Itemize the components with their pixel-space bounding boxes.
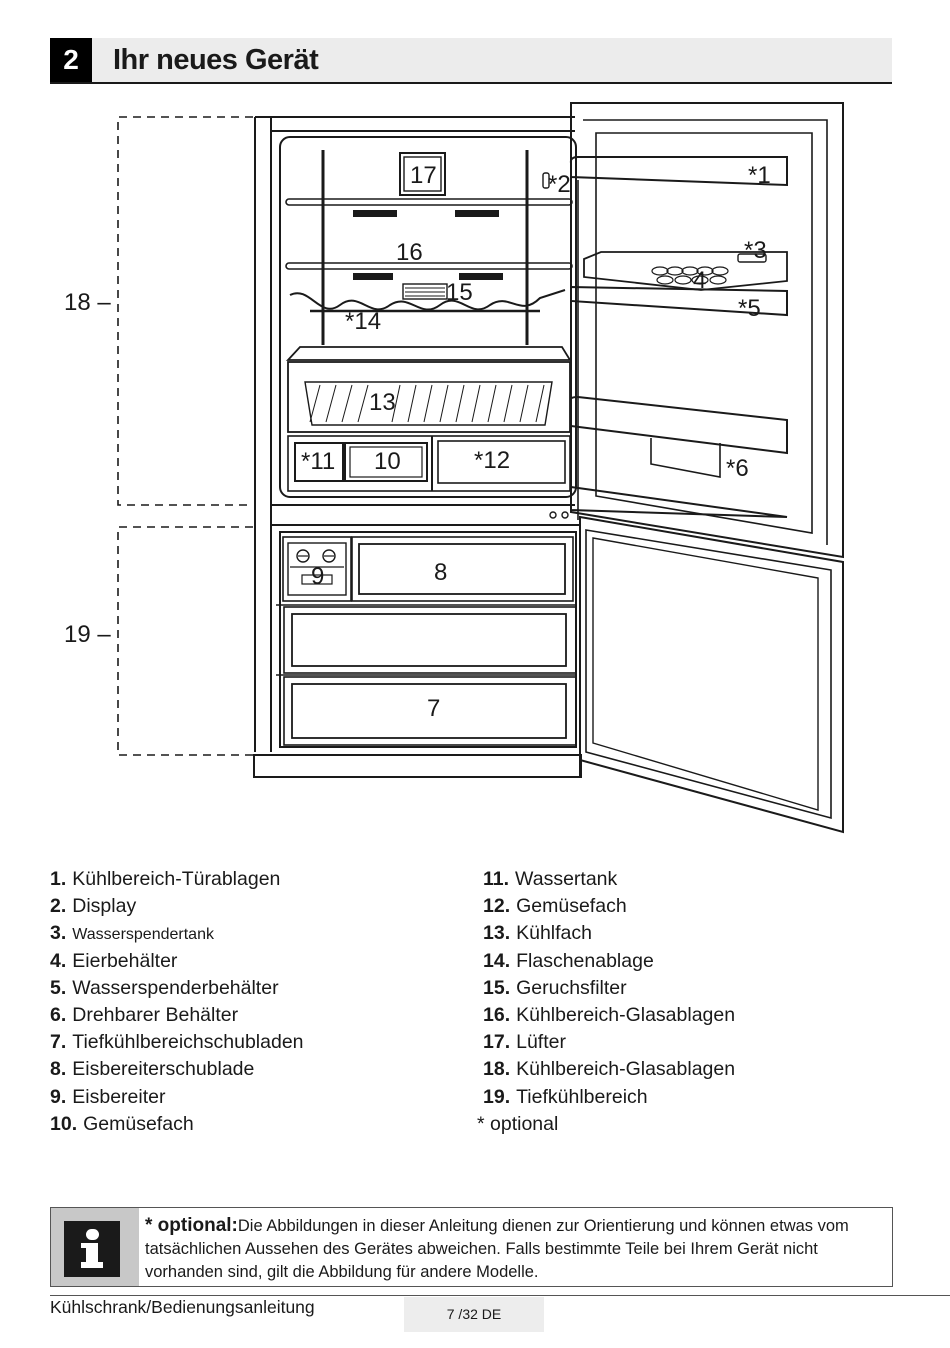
info-icon-panel [51, 1208, 139, 1286]
optional-note: * optional [477, 1112, 559, 1135]
list-item: 12.Gemüsefach [483, 895, 627, 918]
list-item: 19.Tiefkühlbereich [483, 1085, 648, 1108]
label-16: 16 [396, 239, 423, 266]
list-item: 17.Lüfter [483, 1031, 566, 1054]
list-item: 5.Wasserspenderbehälter [50, 976, 279, 999]
info-icon [64, 1221, 120, 1277]
page-number: 7 /32 DE [404, 1297, 544, 1332]
label-1: *1 [748, 162, 771, 189]
list-item: 2.Display [50, 895, 137, 918]
label-10: 10 [374, 448, 401, 475]
label-15: 15 [446, 279, 473, 306]
list-item: 11.Wassertank [483, 868, 618, 890]
label-4: 4 [693, 267, 706, 294]
info-text: * optional:Die Abbildungen in dieser Anl… [145, 1214, 890, 1284]
list-item: 13.Kühlfach [483, 922, 592, 945]
list-item: 1.Kühlbereich-Türablagen [50, 868, 281, 890]
label-7: 7 [427, 695, 440, 722]
footer-title: Kühlschrank/Bedienungsanleitung [50, 1297, 315, 1317]
label-6: *6 [726, 455, 749, 482]
section-header: 2 Ihr neues Gerät [50, 38, 892, 84]
list-item: 7.Tiefkühlbereichschubladen [50, 1031, 304, 1054]
parts-list-right: 11.Wassertank 12.Gemüsefach 13.Kühlfach … [477, 866, 736, 1138]
bracket-18 [117, 116, 253, 506]
label-12: *12 [474, 447, 510, 474]
label-9: 9 [311, 563, 324, 590]
info-box: * optional:Die Abbildungen in dieser Anl… [50, 1207, 893, 1287]
bracket-19 [117, 526, 253, 756]
list-item: 10.Gemüsefach [50, 1112, 194, 1135]
list-item: 14.Flaschenablage [483, 949, 654, 972]
label-11: *11 [301, 448, 335, 475]
info-bold: * optional: [145, 1215, 238, 1236]
list-item: 4.Eierbehälter [50, 949, 178, 972]
label-13: 13 [369, 389, 396, 416]
label-2: *2 [548, 171, 571, 198]
label-17: 17 [410, 162, 437, 189]
fridge-diagram: *1 *2 *3 4 *5 *6 7 8 9 10 *11 *12 13 *14… [0, 95, 950, 840]
list-item: 3.Wasserspendertank [50, 922, 214, 945]
section-number: 2 [50, 38, 92, 82]
info-body: Die Abbildungen in dieser Anleitung dien… [145, 1217, 849, 1281]
label-8: 8 [434, 559, 447, 586]
label-5: *5 [738, 295, 761, 322]
list-item: 9.Eisbereiter [50, 1085, 166, 1108]
label-19: 19 – [64, 621, 111, 648]
list-item: 16.Kühlbereich-Glasablagen [483, 1003, 736, 1026]
label-3: *3 [744, 237, 767, 264]
section-title: Ihr neues Gerät [113, 44, 319, 76]
list-item: 15.Geruchsfilter [483, 976, 627, 999]
label-14: *14 [345, 308, 381, 335]
parts-list-left: 1.Kühlbereich-Türablagen 2.Display 3.Was… [50, 866, 304, 1138]
list-item: 6.Drehbarer Behälter [50, 1003, 239, 1026]
list-item: 18.Kühlbereich-Glasablagen [483, 1058, 736, 1081]
label-18: 18 – [64, 289, 111, 316]
footer-divider [50, 1295, 950, 1296]
list-item: 8.Eisbereiterschublade [50, 1058, 255, 1081]
